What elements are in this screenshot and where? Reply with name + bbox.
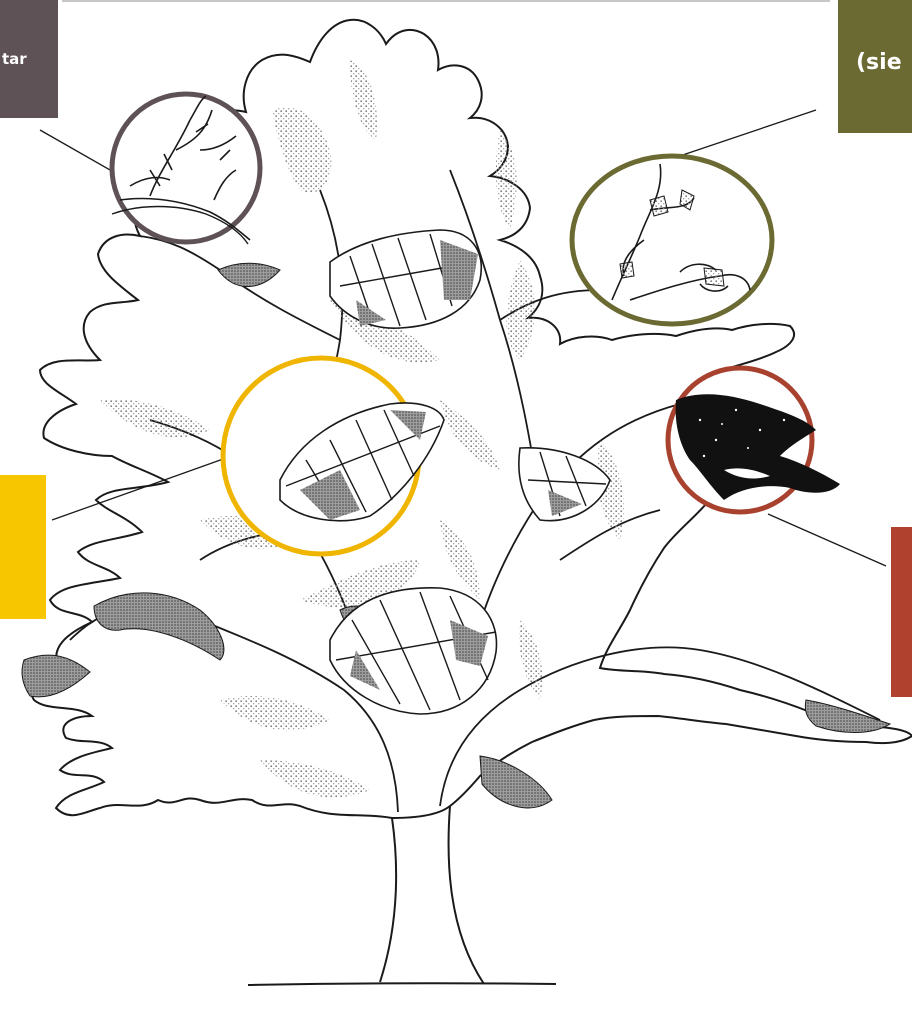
- dark-foliage-icon: [668, 368, 840, 512]
- label-box-mid-left: [0, 475, 46, 619]
- label-box-top-right: (sie: [838, 0, 912, 133]
- ground-line: [248, 983, 556, 985]
- label-box-top-left: tar: [0, 0, 58, 118]
- vine-detail-icon: [572, 156, 772, 324]
- label-box-mid-right: [891, 527, 912, 697]
- trunk: [380, 806, 484, 984]
- branch-detail-icon: [112, 94, 260, 244]
- label-top-left-text: tar: [2, 50, 27, 68]
- label-top-right-text: (sie: [856, 50, 902, 75]
